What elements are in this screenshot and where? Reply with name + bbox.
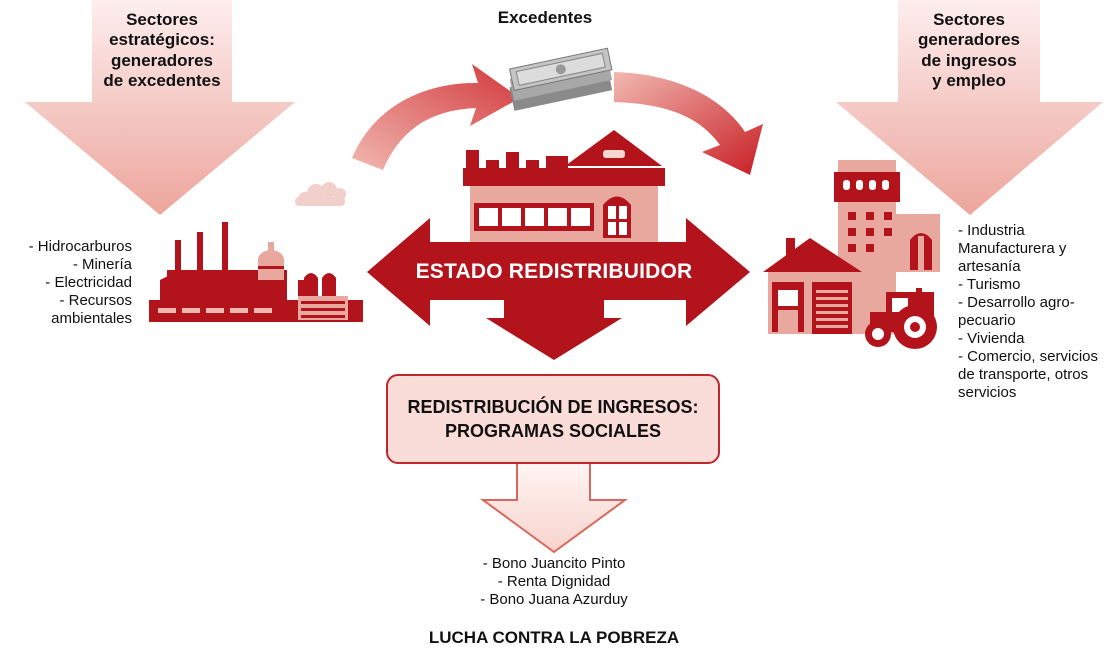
house-icon	[763, 238, 862, 334]
left-sector-list: - Hidrocarburos - Minería - Electricidad…	[0, 238, 132, 328]
list-item: - Minería	[72, 256, 132, 273]
left-title-line: generadores	[110, 50, 214, 70]
surplus-arrow-left	[352, 64, 520, 170]
left-sector-arrow	[25, 0, 295, 215]
programs-down-arrow	[479, 461, 629, 554]
list-item: - Electricidad	[45, 274, 132, 291]
right-sector-list: - Industria Manufacturera y artesanía - …	[958, 222, 1104, 402]
list-item: - Comercio, servicios de transporte, otr…	[958, 348, 1099, 401]
left-title-line: Sectores	[126, 10, 198, 29]
programs-title: REDISTRIBUCIÓN DE INGRESOS:	[407, 396, 699, 417]
left-title-line: de excedentes	[103, 71, 221, 91]
state-redistribution-arrow	[367, 218, 750, 360]
left-sector-title: Sectores estratégicos: generadores de ex…	[92, 10, 232, 92]
list-item: - Bono Juancito Pinto	[482, 555, 626, 572]
list-item: - Turismo	[958, 276, 1021, 293]
left-title-line: estratégicos:	[109, 30, 215, 50]
list-item: - Industria Manufacturera y artesanía	[958, 222, 1067, 275]
right-sector-title: Sectores generadores de ingresos y emple…	[898, 10, 1040, 92]
right-sector-arrow	[836, 0, 1103, 215]
government-building-icon	[463, 130, 665, 244]
surplus-arrow-right	[614, 72, 763, 175]
footer-label: LUCHA CONTRA LA POBREZA	[428, 628, 680, 647]
state-label: ESTADO REDISTRIBUIDOR	[415, 260, 693, 283]
right-title-line: Sectores	[933, 10, 1005, 29]
list-item: ambientales	[51, 310, 132, 327]
money-icon	[508, 47, 613, 111]
right-title-line: de ingresos	[921, 50, 1017, 70]
social-programs-box: REDISTRIBUCIÓN DE INGRESOS: PROGRAMAS SO…	[386, 374, 720, 464]
factory-icon	[149, 182, 363, 322]
list-item: - Vivienda	[958, 330, 1025, 347]
right-title-line: y empleo	[932, 71, 1006, 91]
programs-list: - Bono Juancito Pinto - Renta Dignidad -…	[420, 555, 688, 609]
surplus-label: Excedentes	[497, 8, 593, 27]
list-item: - Renta Dignidad	[497, 573, 611, 590]
right-title-line: generadores	[917, 30, 1021, 50]
programs-subtitle: PROGRAMAS SOCIALES	[444, 421, 662, 441]
list-item: - Recursos	[59, 292, 132, 309]
list-item: - Desarrollo agro- pecuario	[958, 294, 1075, 329]
list-item: - Bono Juana Azurduy	[480, 591, 628, 608]
list-item: - Hidrocarburos	[28, 238, 132, 255]
tractor-icon	[865, 288, 937, 349]
